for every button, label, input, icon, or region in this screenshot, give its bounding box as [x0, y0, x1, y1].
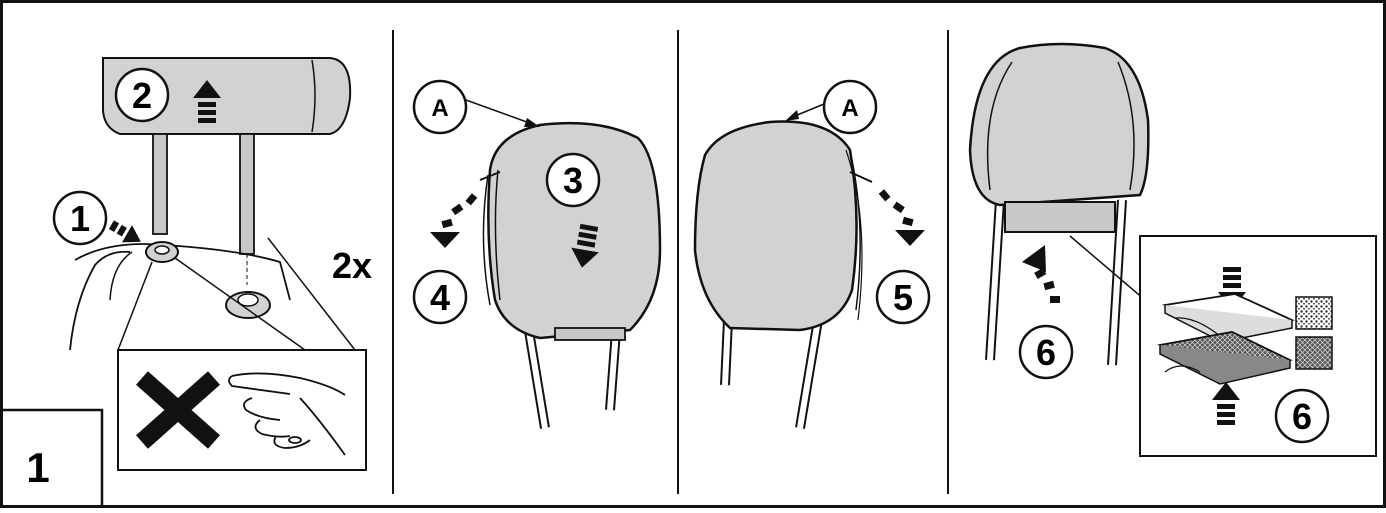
callout-6 — [1018, 324, 1074, 380]
headrest-installed — [968, 42, 1150, 207]
headrest-post-left — [152, 133, 168, 235]
headrest-cover — [487, 121, 662, 340]
headrest-back — [693, 120, 858, 332]
headrest-post-right — [239, 133, 255, 255]
velcro-pad — [1004, 201, 1116, 233]
callout-2-label: 2 — [132, 75, 152, 116]
callout-a-label: A — [431, 95, 448, 122]
callout-5 — [875, 269, 931, 325]
callout-a — [412, 79, 468, 135]
panel-2: A 3 4 — [412, 79, 662, 429]
velcro-icon — [1157, 293, 1333, 385]
press-arrow-icon — [108, 220, 141, 243]
callout-3-label: 3 — [563, 160, 583, 201]
callout-1 — [52, 190, 108, 246]
callout-6-label: 6 — [1036, 332, 1056, 373]
panel-4: 6 6 — [968, 42, 1377, 457]
callout-6 — [1274, 388, 1330, 444]
callout-4 — [412, 269, 468, 325]
callout-a-label: A — [841, 95, 858, 122]
callout-5-label: 5 — [893, 277, 913, 318]
callout-4-label: 4 — [430, 277, 450, 318]
headrest-bottom — [102, 57, 352, 135]
quantity-label: 2x — [332, 245, 372, 286]
finger-icon — [228, 372, 346, 456]
callout-1-label: 1 — [70, 198, 90, 239]
cross-icon — [136, 371, 220, 449]
step-number: 1 — [26, 444, 49, 491]
callout-3 — [545, 152, 601, 208]
panel-3: A 5 — [693, 79, 931, 429]
panel-1: 1 2 2x — [52, 57, 372, 471]
callout-a — [822, 79, 878, 135]
warning-inset — [117, 349, 367, 471]
curved-arrow-icon — [430, 193, 478, 248]
step-number-box: 1 — [3, 408, 104, 505]
callout-6-label: 6 — [1292, 396, 1312, 437]
up-arrow-icon — [1022, 245, 1060, 303]
callout-2 — [114, 67, 170, 123]
curved-arrow-icon — [878, 189, 925, 246]
